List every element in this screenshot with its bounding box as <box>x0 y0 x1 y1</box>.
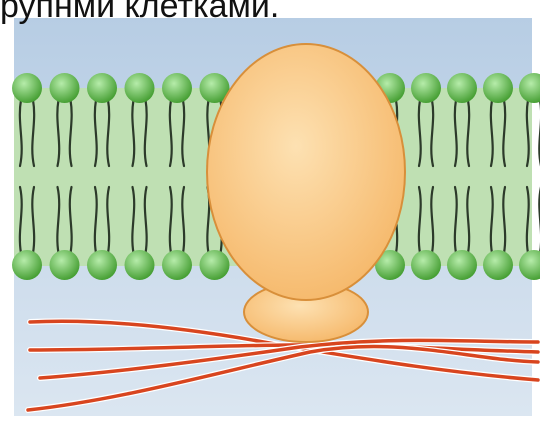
lipid-head <box>411 73 441 103</box>
lipid-head <box>50 73 80 103</box>
protein-main-body <box>207 44 405 300</box>
lipid-head <box>162 250 192 280</box>
lipid-head <box>12 73 42 103</box>
lipid-head <box>125 250 155 280</box>
lipid-head <box>447 250 477 280</box>
lipid-head <box>200 250 230 280</box>
lipid-head <box>162 73 192 103</box>
lipid-head <box>411 250 441 280</box>
lipid-head <box>483 73 513 103</box>
lipid-head <box>125 73 155 103</box>
lipid-head <box>447 73 477 103</box>
caption-text: рупнми клетками. <box>0 0 540 26</box>
lipid-head <box>483 250 513 280</box>
lipid-head <box>87 250 117 280</box>
lipid-head <box>12 250 42 280</box>
lipid-head <box>50 250 80 280</box>
lipid-head <box>87 73 117 103</box>
